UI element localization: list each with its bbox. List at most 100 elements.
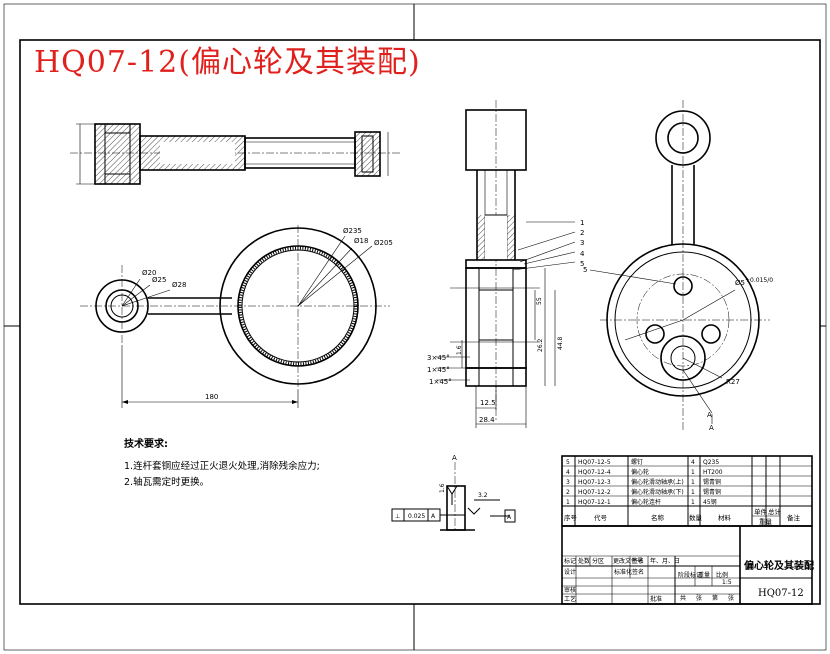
svg-text:总计: 总计	[768, 507, 782, 516]
roughness-3-2: 3.2	[478, 492, 488, 499]
svg-text:1: 1	[691, 479, 695, 486]
svg-text:数量: 数量	[689, 513, 703, 522]
svg-text:偏心轮滑动轴承(上): 偏心轮滑动轴承(上)	[631, 478, 684, 486]
svg-text:2: 2	[566, 489, 570, 496]
title-block-review: 审核	[564, 586, 576, 594]
svg-text:HQ07-12-2: HQ07-12-2	[578, 489, 611, 496]
svg-text:HT200: HT200	[703, 469, 723, 476]
svg-text:处数: 处数	[578, 557, 590, 565]
balloon-2: 2	[580, 229, 584, 237]
detail-a-label: A	[452, 454, 457, 462]
svg-text:5: 5	[566, 459, 570, 466]
centering-marks	[4, 4, 826, 650]
rod-plan-view	[80, 225, 390, 408]
svg-text:备注: 备注	[787, 513, 801, 522]
svg-text:名称: 名称	[651, 513, 665, 522]
dim-d28: Ø28	[172, 281, 186, 289]
dim-chamfer-1x45a: 1×45°	[427, 366, 450, 374]
dim-12-5: 12.5	[480, 399, 496, 407]
dim-chamfer-1x45b: 1×45°	[429, 378, 452, 386]
svg-text:锡青铜: 锡青铜	[703, 488, 721, 496]
rod-section-view	[70, 123, 400, 185]
svg-text:共: 共	[680, 594, 686, 602]
note-1: 1.连杆套铜应经过正火退火处理,消除残余应力;	[124, 460, 320, 472]
svg-text:1: 1	[691, 499, 695, 506]
parts-list-header: 序号 代号 名称 数量 材料 单件 总计 重量 备注	[564, 507, 801, 526]
svg-text:第: 第	[712, 594, 718, 602]
svg-text:标准化: 标准化	[614, 568, 632, 576]
notes-heading: 技术要求:	[124, 437, 168, 450]
dim-1-6: 1.6	[456, 345, 463, 355]
svg-text:标记: 标记	[564, 557, 576, 565]
svg-text:阶段标记: 阶段标记	[678, 571, 702, 579]
svg-text:单件: 单件	[754, 507, 768, 516]
detail-a-view	[391, 462, 516, 531]
balloon-4: 4	[580, 250, 585, 258]
title-block-drawing-name: 偏心轮及其装配	[744, 559, 814, 572]
svg-text:代号: 代号	[594, 513, 608, 522]
side-view	[589, 100, 770, 430]
svg-text:张: 张	[728, 594, 734, 602]
svg-text:分区: 分区	[592, 557, 604, 565]
svg-text:签名: 签名	[632, 568, 644, 576]
title-block-sheet: 共 张 第 张	[680, 594, 734, 602]
dim-28-4: 28.4	[479, 416, 495, 424]
roughness-1-6: 1.6	[439, 483, 446, 493]
tol-value: 0.025	[408, 513, 425, 520]
svg-text:1:5: 1:5	[722, 579, 732, 586]
svg-text:1: 1	[566, 499, 570, 506]
dim-fraction: +0.015/0	[745, 277, 773, 284]
dim-d25: Ø25	[152, 276, 166, 284]
note-2: 2.轴瓦需定时更换。	[124, 476, 209, 488]
title-block-drawing-code: HQ07-12	[758, 588, 804, 599]
title-block-row1: 标记 处数 分区 更改文件号 签名 年、月、日	[564, 557, 680, 565]
balloon-1: 1	[580, 219, 584, 227]
svg-text:偏心轮滑动轴承(下): 偏心轮滑动轴承(下)	[631, 488, 684, 496]
svg-text:45钢: 45钢	[703, 498, 717, 506]
svg-text:序号: 序号	[564, 513, 578, 522]
assembly-section-view	[436, 100, 576, 428]
tol-symbol: ⊥	[395, 513, 400, 520]
svg-text:比例: 比例	[716, 571, 728, 579]
drawing-title: HQ07-12(偏心轮及其装配)	[34, 45, 421, 80]
outer-border	[3, 3, 827, 651]
dim-r27: R27	[726, 378, 740, 386]
svg-text:更改文件号: 更改文件号	[613, 557, 643, 565]
title-block-process: 工艺	[564, 595, 576, 603]
svg-text:HQ07-12-4: HQ07-12-4	[578, 469, 611, 476]
dim-d235: Ø235	[343, 227, 362, 235]
dim-d20: Ø20	[142, 269, 156, 277]
datum-a: A	[507, 514, 512, 521]
svg-text:3: 3	[566, 479, 570, 486]
dim-26-2: 26.2	[537, 338, 544, 352]
dim-d5: Ø5	[735, 279, 745, 287]
title-block-row2: 设计 标准化 签名	[564, 568, 644, 576]
svg-text:1: 1	[691, 469, 695, 476]
svg-text:设计: 设计	[564, 568, 576, 576]
svg-text:螺钉: 螺钉	[631, 458, 643, 466]
inner-border	[19, 39, 821, 605]
svg-text:偏心轮连杆: 偏心轮连杆	[631, 498, 661, 506]
svg-text:HQ07-12-3: HQ07-12-3	[578, 479, 611, 486]
section-arrow-a: A	[709, 424, 714, 432]
title-block-stage: 阶段标记 重量 比例 1:5	[678, 571, 732, 586]
dim-180: 180	[205, 393, 218, 401]
svg-text:HQ07-12-1: HQ07-12-1	[578, 499, 611, 506]
dim-44-8: 44.8	[557, 336, 564, 350]
svg-text:4: 4	[691, 459, 695, 466]
svg-text:锡青铜: 锡青铜	[703, 478, 721, 486]
svg-text:4: 4	[566, 469, 570, 476]
balloon-3: 3	[580, 239, 584, 247]
svg-text:1: 1	[691, 489, 695, 496]
svg-text:重量: 重量	[698, 571, 710, 579]
svg-text:偏心轮: 偏心轮	[631, 468, 649, 476]
view-label-a: A	[707, 411, 712, 419]
svg-text:张: 张	[696, 594, 702, 602]
svg-text:重量: 重量	[759, 518, 773, 526]
svg-text:材料: 材料	[718, 513, 732, 522]
svg-text:年、月、日: 年、月、日	[650, 557, 680, 565]
dim-d205: Ø205	[374, 239, 393, 247]
svg-text:Q235: Q235	[703, 459, 719, 466]
title-block-grid	[561, 525, 813, 605]
svg-text:签名: 签名	[632, 557, 644, 565]
